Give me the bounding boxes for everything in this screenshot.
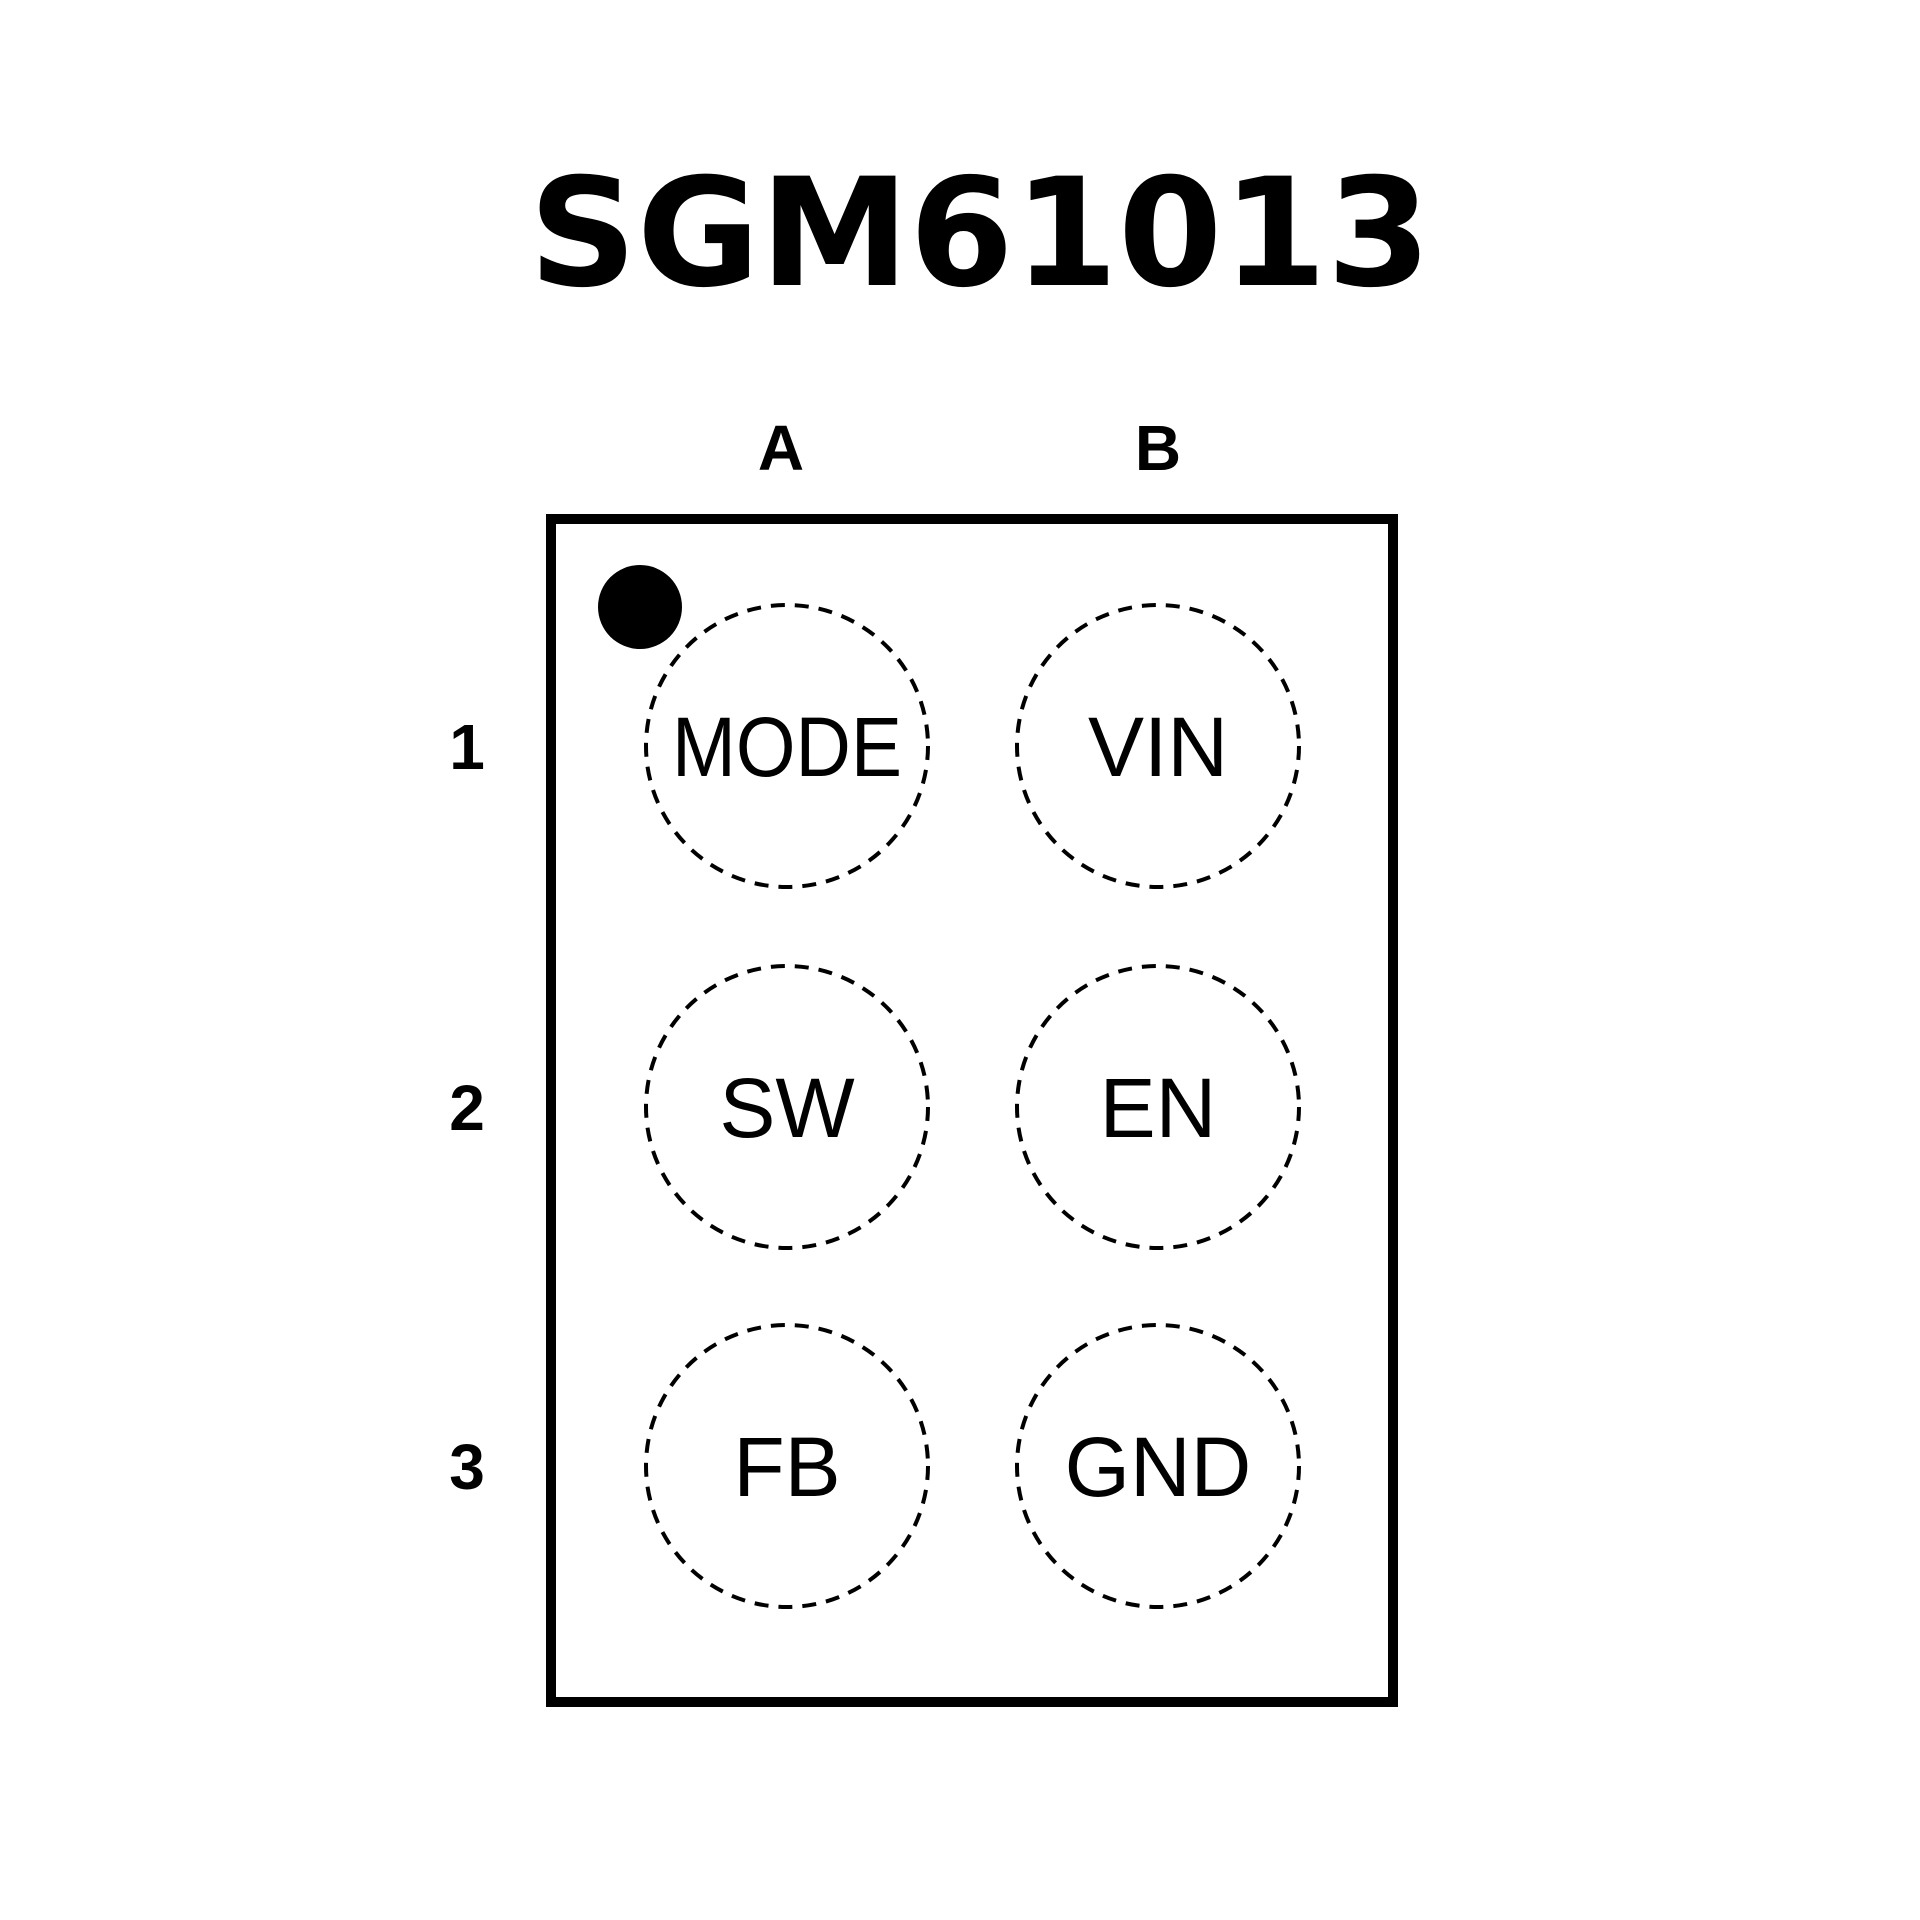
pin-label-vin: VIN: [1088, 700, 1228, 794]
column-label-a: A: [758, 412, 804, 484]
chip-title: SGM61013: [529, 147, 1431, 321]
row-label-2: 2: [449, 1072, 485, 1144]
pin-ball-a1: [644, 603, 930, 889]
pin-ball-b1: [1015, 603, 1301, 889]
pin-label-en: EN: [1100, 1061, 1217, 1155]
row-label-3: 3: [449, 1431, 485, 1503]
pin-label-sw: SW: [719, 1061, 854, 1155]
pin-label-gnd: GND: [1065, 1420, 1252, 1514]
pin-label-mode: MODE: [672, 700, 902, 794]
pin-ball-b2: [1015, 964, 1301, 1250]
column-label-b: B: [1135, 412, 1181, 484]
pin-ball-a2: [644, 964, 930, 1250]
pin-ball-b3: [1015, 1323, 1301, 1609]
row-label-1: 1: [449, 711, 485, 783]
pin-ball-a3: [644, 1323, 930, 1609]
pin-label-fb: FB: [733, 1420, 840, 1514]
pin1-marker-dot: [598, 565, 682, 649]
package-outline: [546, 514, 1398, 1707]
